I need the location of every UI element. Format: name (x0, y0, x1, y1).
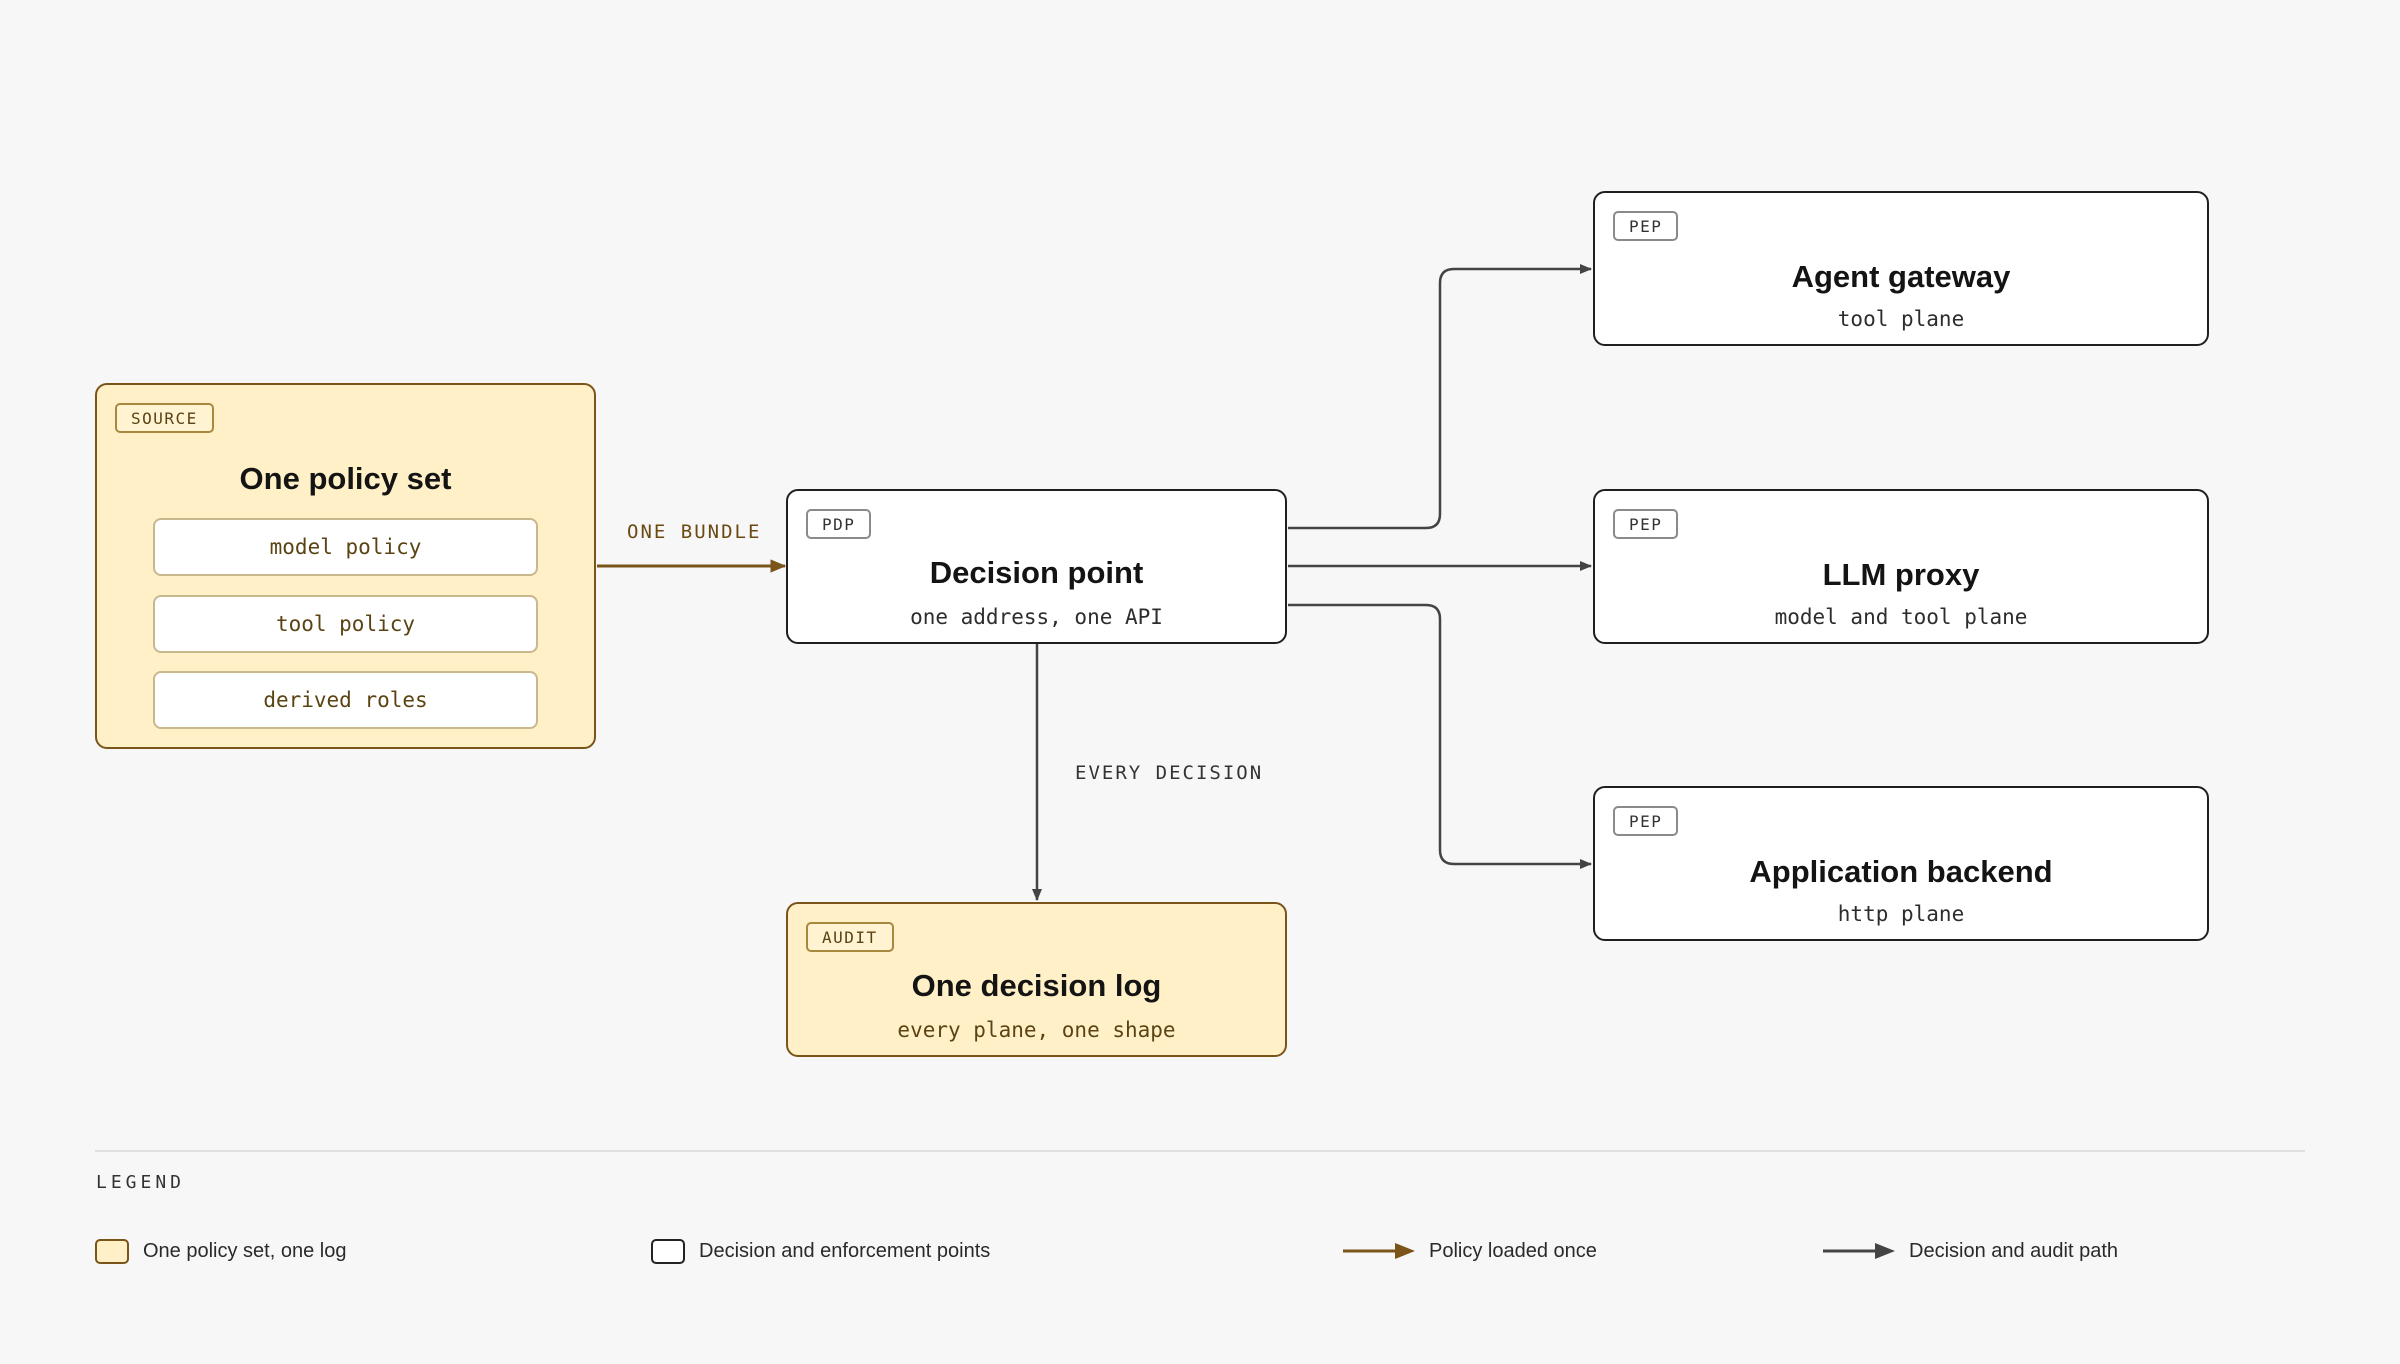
llm-proxy-title: LLM proxy (1822, 557, 1980, 592)
source-tag: SOURCE (115, 403, 214, 433)
edge-pdp-to-application-backend (1288, 603, 1592, 869)
pep-application-backend-node[interactable]: PEP Application backend http plane (1593, 786, 2209, 941)
decision-point-title: Decision point (929, 555, 1144, 590)
legend-item-warm: One policy set, one log (95, 1234, 346, 1268)
pep-tag: PEP (1613, 806, 1679, 836)
policy-set-node[interactable]: SOURCE One policy set model policy tool … (95, 383, 596, 749)
legend-label: Decision and enforcement points (699, 1239, 991, 1262)
policy-item-derived-roles[interactable]: derived roles (153, 671, 538, 729)
decision-point-node[interactable]: PDP Decision point one address, one API (786, 489, 1287, 644)
decision-edge-label: EVERY DECISION (1075, 762, 1264, 784)
policy-item-tool[interactable]: tool policy (153, 595, 538, 653)
application-backend-title: Application backend (1749, 854, 2053, 889)
legend-item-decision-arrow: Decision and audit path (1823, 1234, 2118, 1268)
pep-agent-gateway-node[interactable]: PEP Agent gateway tool plane (1593, 191, 2209, 346)
decision-log-subtitle: every plane, one shape (897, 1018, 1176, 1042)
warm-swatch-icon (95, 1238, 129, 1264)
policy-arrow-icon (1343, 1243, 1415, 1259)
decision-log-node[interactable]: AUDIT One decision log every plane, one … (786, 902, 1287, 1057)
legend-label: Policy loaded once (1429, 1239, 1597, 1262)
bundle-edge-label: ONE BUNDLE (627, 521, 762, 543)
decision-arrow-icon (1823, 1243, 1895, 1259)
legend-divider (95, 1150, 2305, 1152)
agent-gateway-subtitle: tool plane (1837, 307, 1965, 331)
application-backend-subtitle: http plane (1837, 902, 1965, 926)
policy-item-model[interactable]: model policy (153, 518, 538, 576)
llm-proxy-subtitle: model and tool plane (1774, 605, 2028, 629)
plain-swatch-icon (651, 1238, 685, 1264)
edge-pdp-to-agent-gateway (1288, 264, 1592, 530)
pdp-tag: PDP (806, 509, 872, 539)
legend-heading: LEGEND (96, 1172, 186, 1193)
legend-label: One policy set, one log (143, 1239, 347, 1262)
policy-set-title: One policy set (239, 461, 452, 496)
legend-item-plain: Decision and enforcement points (651, 1234, 990, 1268)
decision-point-subtitle: one address, one API (910, 605, 1163, 629)
decision-log-title: One decision log (911, 968, 1162, 1003)
pep-tag: PEP (1613, 211, 1679, 241)
pep-llm-proxy-node[interactable]: PEP LLM proxy model and tool plane (1593, 489, 2209, 644)
legend-item-policy-arrow: Policy loaded once (1343, 1234, 1597, 1268)
agent-gateway-title: Agent gateway (1791, 259, 2011, 294)
legend-label: Decision and audit path (1909, 1239, 2119, 1262)
pep-tag: PEP (1613, 509, 1679, 539)
audit-tag: AUDIT (806, 922, 894, 952)
